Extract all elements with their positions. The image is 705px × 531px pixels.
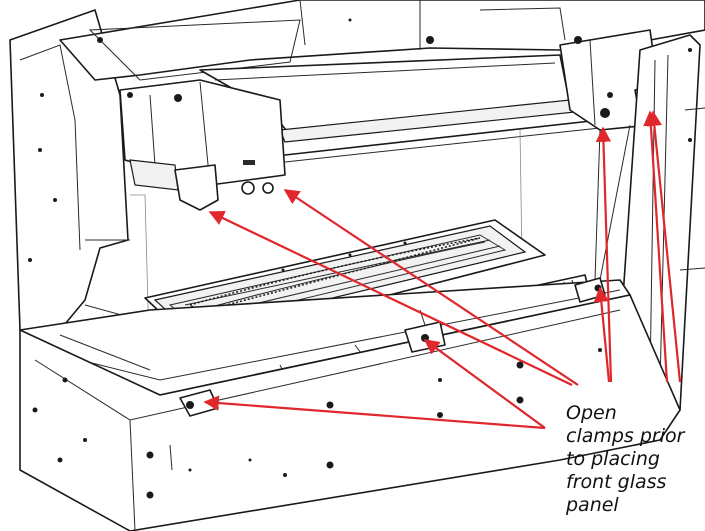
arrow-to-lower-left-clamp — [203, 395, 546, 430]
arrow-to-center-top-clamp — [283, 189, 579, 386]
arrow-to-right-top-clamp-outer — [643, 110, 669, 383]
arrow-to-left-top-clamp — [208, 211, 573, 386]
arrow-to-lower-middle-clamp — [423, 339, 546, 429]
left-top-bracket — [119, 79, 286, 211]
arrow-to-right-top-clamp-outer-2 — [646, 110, 682, 383]
callout-arrows — [203, 110, 682, 430]
arrow-to-right-top-clamp-inner — [595, 126, 613, 383]
arrow-to-lower-right-clamp — [593, 286, 611, 383]
callout-caption: Open clamps prior to placing front glass… — [566, 402, 685, 516]
